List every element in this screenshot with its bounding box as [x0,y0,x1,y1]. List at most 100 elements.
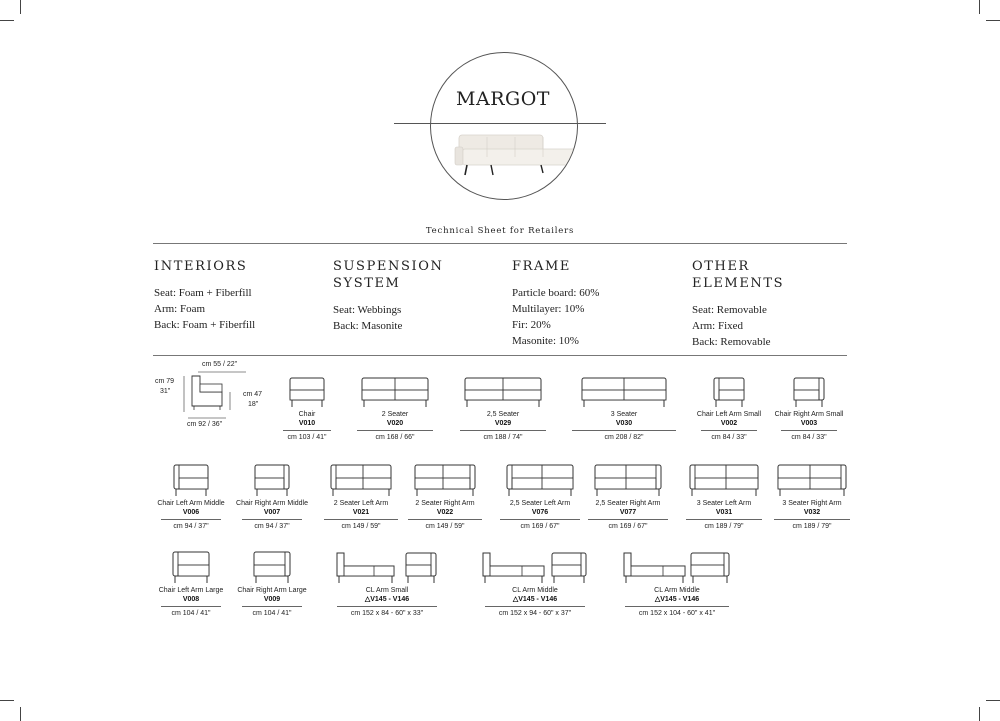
crop-mark [986,20,1000,21]
spec-line: Arm: Fixed [692,320,744,332]
item-dims: cm 84 / 33" [791,434,827,441]
crop-mark [0,20,14,21]
section-body-interiors: Seat: Foam + Fiberfill Arm: Foam Back: F… [154,285,255,333]
depth-label: cm 55 / 22" [202,361,238,368]
item-code: V032 [803,509,821,516]
chair-left-arm-icon [173,464,209,496]
width-label: cm 92 / 36" [187,421,223,428]
item-chair-left-arm-large: Chair Left Arm Large V008 cm 104 / 41" [152,550,230,618]
chair-icon [289,377,325,407]
item-rule [161,606,221,607]
item-code: V076 [531,509,549,516]
item-chair-right-arm-large: Chair Right Arm Large V009 cm 104 / 41" [233,550,311,618]
item-3-seater: 3 Seater V030 cm 208 / 82" [572,376,676,442]
item-code: V030 [615,420,633,427]
warning-triangle-icon: △ [654,596,661,603]
item-2-5-seater: 2,5 Seater V029 cm 188 / 74" [458,376,548,442]
warning-triangle-icon: △ [364,596,371,603]
item-dims: cm 208 / 82" [604,434,644,441]
chair-right-arm-icon [253,551,291,583]
item-rule [701,430,757,431]
item-code: V077 [619,509,637,516]
item-name: 2,5 Seater Left Arm [509,500,571,507]
two-half-seater-icon [464,377,542,407]
item-code: V007 [263,509,281,516]
item-cl-arm-middle: CL Arm Middle △V145 - V146 cm 152 x 94 -… [476,550,594,618]
item-name: Chair Left Arm Small [696,411,762,418]
section-body-other: Seat: Removable Arm: Fixed Back: Removab… [692,302,771,350]
item-name: 2 Seater [381,411,409,418]
item-dims: cm 169 / 67" [520,523,560,530]
item-dims: cm 94 / 37" [254,523,290,530]
item-dims: cm 94 / 37" [173,523,209,530]
item-code: V031 [715,509,733,516]
item-name: 3 Seater [610,411,638,418]
section-title-other: OTHER ELEMENTS [692,259,785,291]
item-name: Chair Left Arm Large [158,587,224,594]
spec-line: Back: Removable [692,336,771,348]
two-seater-left-arm-icon [330,464,392,496]
section-title-suspension: SUSPENSION SYSTEM [333,259,444,291]
item-rule [242,519,302,520]
two-seater-right-arm-icon [414,464,476,496]
item-rule [625,606,729,607]
middle-divider [153,355,847,356]
chaise-longue-icon [336,552,437,583]
item-name: Chair [298,411,316,418]
crop-mark [986,700,1000,701]
item-2-5-seater-right-arm: 2,5 Seater Right Arm V077 cm 169 / 67" [586,463,670,531]
height-cm-label: cm 79 [155,378,175,385]
spec-line: Masonite: 10% [512,335,579,347]
item-code: △V145 - V146 [476,595,594,604]
item-name: 2,5 Seater Right Arm [595,500,661,507]
item-code: △V145 - V146 [332,595,442,604]
item-chair-left-arm-small: Chair Left Arm Small V002 cm 84 / 33" [690,376,768,442]
three-seater-right-arm-icon [777,464,847,496]
item-dims: cm 169 / 67" [608,523,648,530]
item-rule [408,519,482,520]
crop-mark [20,0,21,14]
item-rule [572,430,676,431]
three-seater-icon [581,377,667,407]
item-code: V020 [386,420,404,427]
item-code-text: V145 - V146 [660,596,700,603]
section-body-frame: Particle board: 60% Multilayer: 10% Fir:… [512,285,599,349]
item-code-text: V145 - V146 [370,596,410,603]
item-rule [774,519,850,520]
crop-mark [0,700,14,701]
section-body-suspension: Seat: Webbings Back: Masonite [333,302,402,334]
spec-line: Arm: Foam [154,303,206,315]
chair-right-arm-icon [793,377,825,407]
chaise-longue-icon [482,552,587,583]
item-dims: cm 149 / 59" [425,523,465,530]
spec-line: Seat: Foam + Fiberfill [154,287,252,299]
spec-line: Fir: 20% [512,319,551,331]
section-title-interiors: INTERIORS [154,259,248,274]
spec-line: Back: Masonite [333,320,403,332]
item-dims: cm 152 x 104 - 60" x 41" [638,610,716,617]
item-chair-left-arm-middle: Chair Left Arm Middle V006 cm 94 / 37" [152,463,230,531]
item-code: V006 [182,509,200,516]
item-name: Chair Left Arm Middle [157,500,225,507]
item-chair: Chair V010 cm 103 / 41" [283,376,331,442]
item-rule [357,430,433,431]
item-2-seater-right-arm: 2 Seater Right Arm V022 cm 149 / 59" [405,463,485,531]
item-code: V021 [352,509,370,516]
item-code: V022 [436,509,454,516]
item-cl-arm-middle-2: CL Arm Middle △V145 - V146 cm 152 x 104 … [615,550,739,618]
item-name: CL Arm Middle [512,587,558,594]
item-rule [485,606,585,607]
height-in-label: 31" [160,388,171,395]
item-rule [460,430,546,431]
item-dims: cm 104 / 41" [252,610,292,617]
item-2-5-seater-left-arm: 2,5 Seater Left Arm V076 cm 169 / 67" [498,463,582,531]
warning-triangle-icon: △ [512,596,519,603]
seat-cm-label: cm 47 [243,391,263,398]
spec-line: Back: Foam + Fiberfill [154,319,256,331]
item-name: Chair Right Arm Large [237,587,307,594]
two-half-seater-left-arm-icon [506,464,574,496]
item-dims: cm 103 / 41" [287,434,327,441]
item-code: V003 [800,420,818,427]
item-rule [588,519,668,520]
item-3-seater-right-arm: 3 Seater Right Arm V032 cm 189 / 79" [770,463,854,531]
